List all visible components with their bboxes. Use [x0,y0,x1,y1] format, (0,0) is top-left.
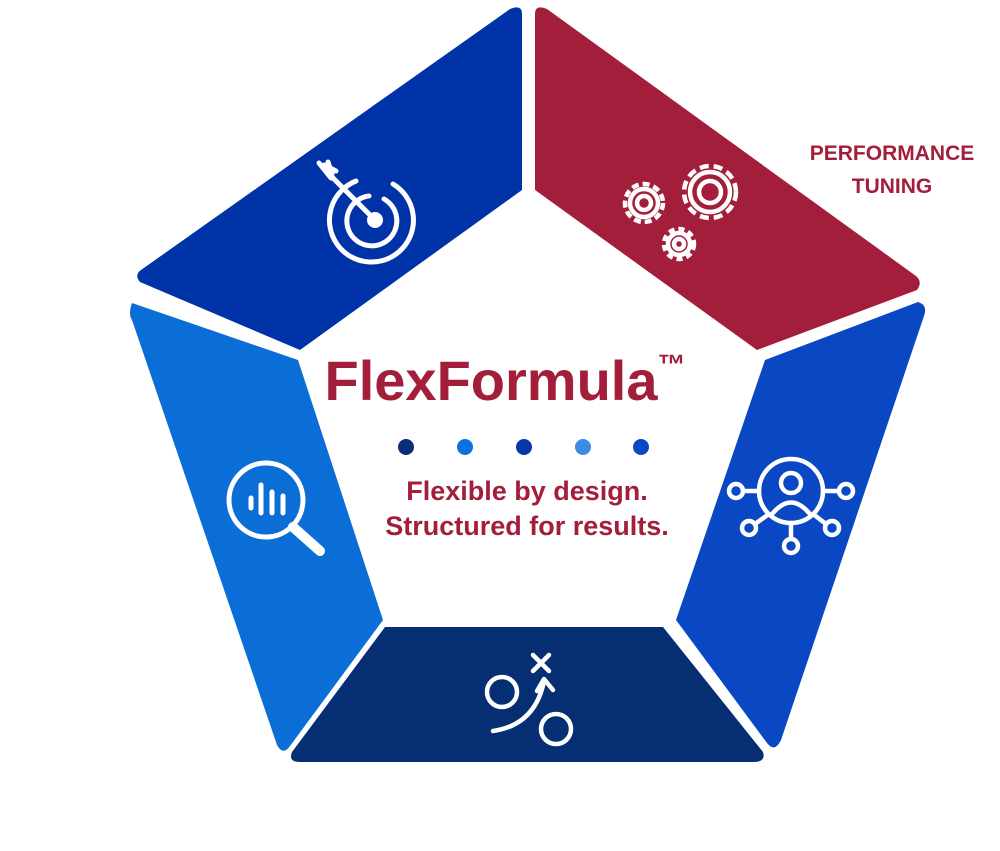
segment-left [130,303,383,751]
target-icon [316,159,416,265]
tagline-line-2: Structured for results. [385,511,669,541]
dot [457,439,473,455]
user-network-icon [726,456,856,556]
gears-icon [622,163,739,262]
segment-label-line-2: TUNING [852,175,933,198]
analytics-search-icon [226,460,325,556]
dot [575,439,591,455]
segment-right [676,302,926,748]
dot [633,439,649,455]
brand-title: FlexFormula™ [325,349,686,412]
dot [398,439,414,455]
strategy-play-icon [484,652,574,747]
tagline-line-1: Flexible by design. [406,476,648,506]
dot [516,439,532,455]
segment-label-line-1: PERFORMANCE [810,142,975,165]
brand-name: FlexFormula [325,349,659,412]
dot-row [398,439,649,455]
segment-bottom [291,627,764,762]
trademark-symbol: ™ [657,349,685,380]
